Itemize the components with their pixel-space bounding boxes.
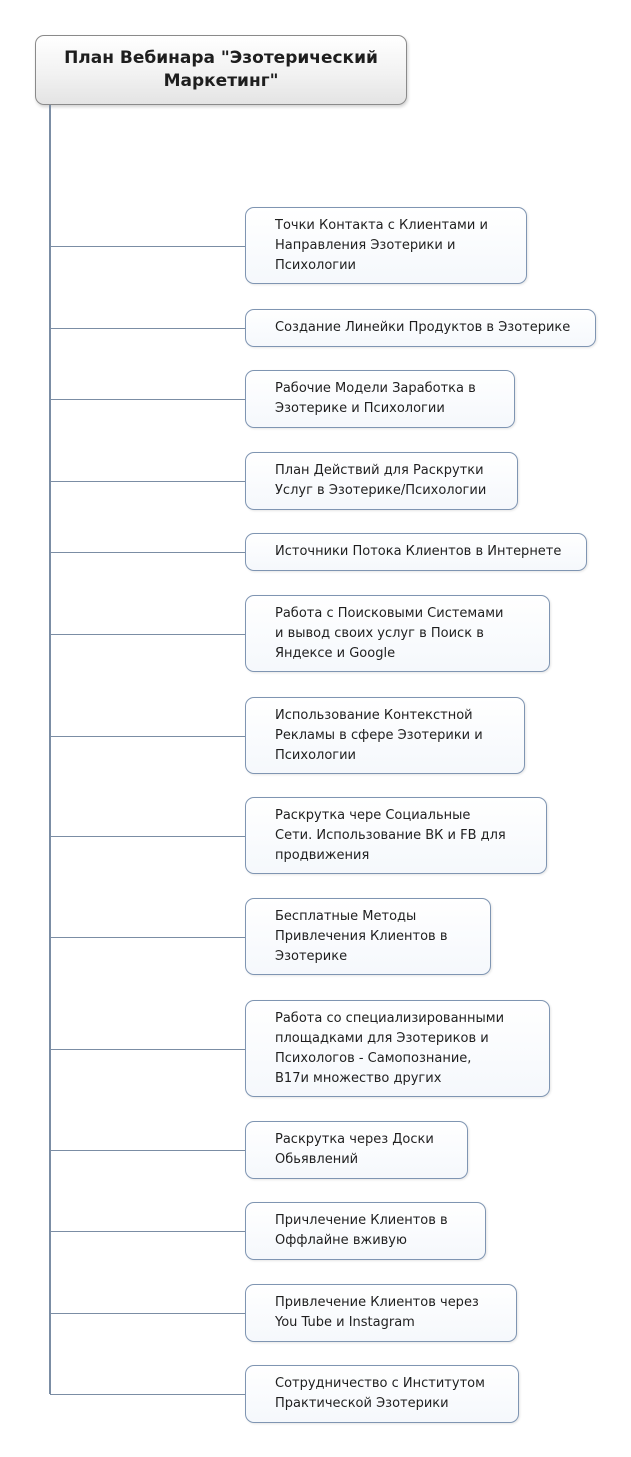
topic-label: Использование Контекстной Рекламы в сфер…	[275, 707, 483, 763]
connector-branch	[50, 328, 245, 329]
connector-branch	[50, 399, 245, 400]
connector-branch	[50, 836, 245, 837]
topic-node[interactable]: Раскрутка через Доски Обьявлений	[245, 1121, 468, 1179]
connector-branch	[50, 736, 245, 737]
topic-node[interactable]: Использование Контекстной Рекламы в сфер…	[245, 697, 525, 774]
connector-branch	[50, 1394, 245, 1395]
topic-node[interactable]: Рабочие Модели Заработка в Эзотерике и П…	[245, 370, 515, 428]
topic-label: Работа со специализированными площадками…	[275, 1010, 505, 1086]
topic-node[interactable]: Раскрутка чере Социальные Сети. Использо…	[245, 797, 547, 874]
root-topic-title: План Вебинара "Эзотерический Маркетинг"	[64, 48, 378, 91]
topic-node[interactable]: Точки Контакта с Клиентами и Направления…	[245, 207, 527, 284]
topic-label: План Действий для Раскрутки Услуг в Эзот…	[275, 463, 487, 498]
connector-branch	[50, 937, 245, 938]
topic-label: Привлечение Клиентов через You Tube и In…	[275, 1295, 479, 1330]
connector-branch	[50, 1231, 245, 1232]
connector-branch	[50, 1049, 245, 1050]
topic-label: Сотрудничество с Институтом Практической…	[275, 1376, 485, 1411]
connector-branch	[50, 1150, 245, 1151]
topic-label: Работа с Поисковыми Системами и вывод св…	[275, 605, 504, 661]
topic-node[interactable]: Работа со специализированными площадками…	[245, 1000, 550, 1097]
connector-branch	[50, 1313, 245, 1314]
topic-label: Причлечение Клиентов в Оффлайне вживую	[275, 1213, 448, 1248]
topic-node[interactable]: Создание Линейки Продуктов в Эзотерике	[245, 309, 596, 347]
topic-node[interactable]: Бесплатные Методы Привлечения Клиентов в…	[245, 898, 491, 975]
topic-node[interactable]: Причлечение Клиентов в Оффлайне вживую	[245, 1202, 486, 1260]
connector-branch	[50, 552, 245, 553]
connector-trunk	[49, 105, 51, 1394]
topic-label: Раскрутка через Доски Обьявлений	[275, 1132, 434, 1167]
topic-node[interactable]: Привлечение Клиентов через You Tube и In…	[245, 1284, 517, 1342]
topic-label: Точки Контакта с Клиентами и Направления…	[275, 217, 488, 273]
topic-label: Рабочие Модели Заработка в Эзотерике и П…	[275, 381, 476, 416]
topic-node[interactable]: Работа с Поисковыми Системами и вывод св…	[245, 595, 550, 672]
topic-label: Источники Потока Клиентов в Интернете	[275, 544, 562, 559]
connector-branch	[50, 481, 245, 482]
topic-node[interactable]: Источники Потока Клиентов в Интернете	[245, 533, 587, 571]
topic-label: Раскрутка чере Социальные Сети. Использо…	[275, 807, 506, 863]
connector-branch	[50, 634, 245, 635]
root-topic[interactable]: План Вебинара "Эзотерический Маркетинг"	[35, 35, 407, 105]
topic-node[interactable]: Сотрудничество с Институтом Практической…	[245, 1365, 519, 1423]
topic-label: Бесплатные Методы Привлечения Клиентов в…	[275, 908, 448, 964]
topic-label: Создание Линейки Продуктов в Эзотерике	[275, 320, 571, 335]
topic-node[interactable]: План Действий для Раскрутки Услуг в Эзот…	[245, 452, 518, 510]
connector-branch	[50, 246, 245, 247]
